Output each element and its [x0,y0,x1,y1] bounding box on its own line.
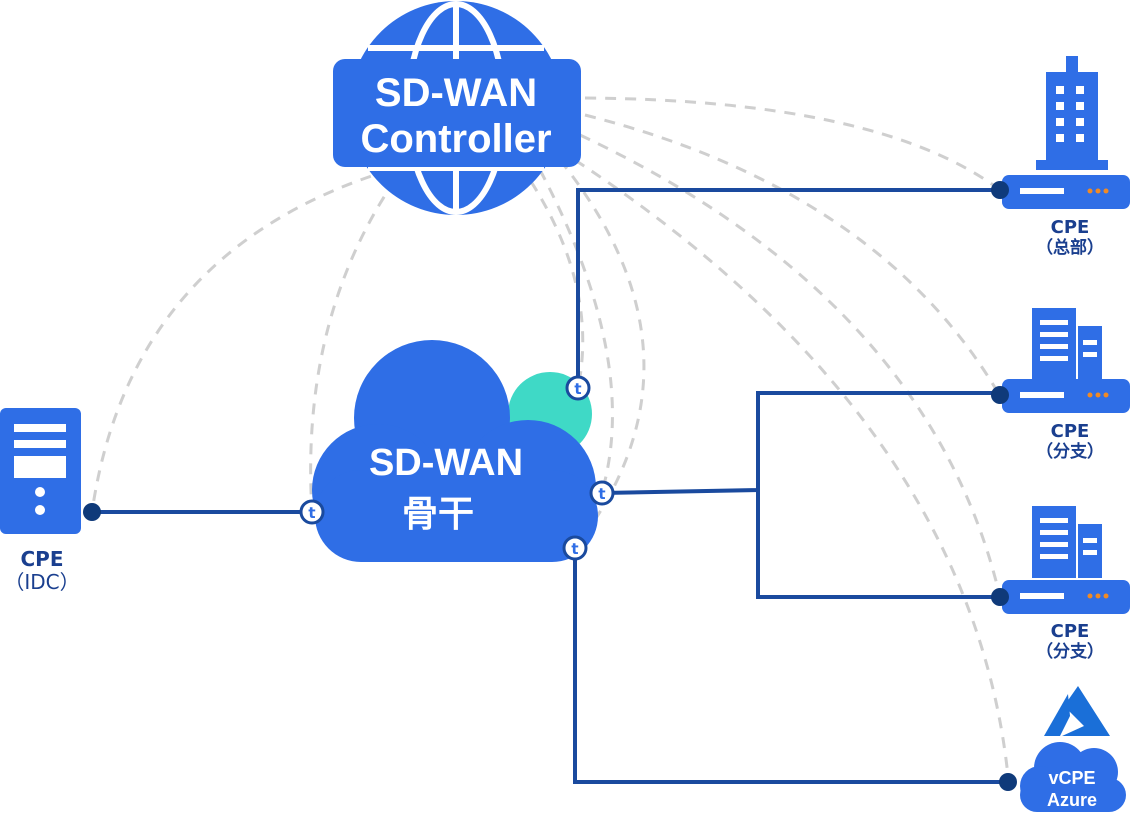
azure-label-line1: vCPE [1048,768,1095,788]
control-link-branch1 [584,113,1002,397]
branch2-router-icon [991,580,1130,614]
data-link-azure [573,548,1008,784]
data-link-branch2 [756,490,1000,599]
branch1-label: CPE （分支） [1020,421,1120,462]
hq-router-icon [991,175,1130,209]
hq-building-icon [1036,56,1108,170]
data-link-hq [576,188,1000,388]
azure-logo-icon [1044,686,1110,736]
branch1-building-icon [1032,308,1102,380]
data-link-branches [601,391,1000,495]
branch2-building-icon [1032,506,1102,578]
svg-text:t: t [598,485,605,503]
branch1-router-icon [991,379,1130,413]
control-link-backbone-left [309,179,397,513]
tunnel-badge-bottom: t [562,535,588,561]
idc-label-sub: （IDC） [4,570,80,594]
control-link-backbone-right [538,169,614,493]
svg-text:t: t [308,504,315,522]
idc-server-icon [0,408,101,534]
control-link-azure [574,158,1010,777]
azure-label-line2: Azure [1047,790,1097,810]
backbone-title-line1: SD-WAN [369,442,523,484]
backbone-title-line2: 骨干 [402,494,474,535]
branch2-label: CPE （分支） [1020,621,1120,662]
tunnel-badge-right: t [589,480,615,506]
backbone-cloud [312,340,598,562]
idc-label-name: CPE [20,547,64,571]
hq-label-name: CPE [1050,217,1090,238]
tunnel-badge-left: t [299,499,325,525]
svg-text:t: t [574,380,581,398]
control-link-backbone-top [518,164,585,389]
control-link-branch2 [579,133,1002,598]
hq-label-sub: （总部） [1036,237,1104,258]
controller-label-box [333,59,581,167]
idc-port [83,503,101,521]
controller-globe [333,1,581,215]
branch1-label-sub: （分支） [1036,441,1104,462]
branch2-label-name: CPE [1050,621,1090,642]
hq-label: CPE （总部） [1020,217,1120,258]
branch2-port [991,588,1009,606]
tunnel-badges: t t t t [299,375,615,561]
data-links [92,188,1008,784]
branch2-label-sub: （分支） [1036,641,1104,662]
azure-cloud-icon [999,742,1126,812]
tunnel-badge-top: t [565,375,591,401]
svg-text:t: t [571,540,578,558]
controller-title-line1: SD-WAN [375,71,537,115]
control-link-idc [90,168,391,513]
branch1-label-name: CPE [1050,421,1090,442]
azure-port [999,773,1017,791]
idc-label: CPE （IDC） [0,548,84,594]
control-link-hq [584,96,1001,192]
hq-port [991,181,1009,199]
controller-title-line2: Controller [360,117,551,161]
branch1-port [991,386,1009,404]
